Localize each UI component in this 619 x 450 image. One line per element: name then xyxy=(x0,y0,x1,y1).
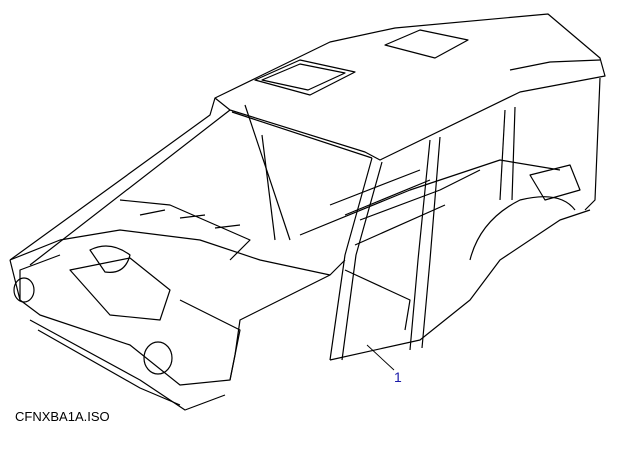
callout-leader-line xyxy=(366,344,395,371)
callout-1[interactable]: 1 xyxy=(394,369,402,385)
floor-and-sills xyxy=(299,159,591,361)
roof-panel xyxy=(214,13,606,161)
figure-caption: CFNXBA1A.ISO xyxy=(15,409,110,424)
front-end xyxy=(9,199,346,411)
pillars xyxy=(9,77,601,361)
